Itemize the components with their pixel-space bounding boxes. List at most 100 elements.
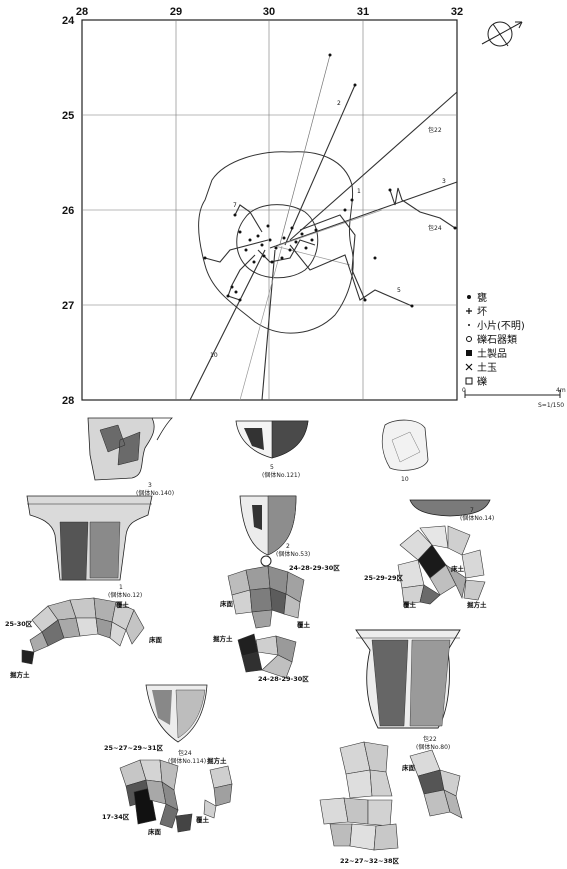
artifact-reference: (個体No.121): [262, 471, 300, 479]
x-tick-32: 32: [451, 6, 463, 18]
artifact-number: 1: [119, 584, 123, 591]
line-label-3: 3: [442, 178, 446, 185]
y-tick-26: 26: [62, 205, 74, 217]
line-label-1: 1: [357, 188, 361, 195]
legend-label: 土玉: [477, 361, 497, 374]
artifact-3: 3 (個体No.140): [87, 417, 174, 497]
legend-label: 坏: [477, 306, 487, 318]
legend-label: 礫: [477, 375, 487, 388]
distribution-map: 28 29 30 31 32 24 25 26 27 28: [62, 6, 523, 407]
sherd-label: 25-30区: [5, 620, 33, 628]
artifact-1: 1 (個体No.12): [26, 495, 153, 599]
sherd-label: 掘方土: [213, 634, 233, 643]
pit-outline-inner: [236, 204, 319, 279]
artifact-number: 包22: [423, 735, 437, 743]
legend-label: 土製品: [477, 347, 507, 360]
scale-bar: 0 4m S=1/150: [462, 387, 566, 409]
y-tick-28: 28: [62, 395, 74, 407]
pit-label-22: 包22: [428, 126, 442, 134]
legend-item-kame: 甕: [467, 291, 487, 304]
pit-outline-outer: [198, 151, 354, 334]
legend-label: 小片(不明): [477, 319, 525, 332]
sherd-mosaic-c: [237, 633, 297, 679]
plus-marker-icon: [466, 308, 472, 314]
legend: 甕 坏 小片(不明) 礫石器類 土製品 土玉 礫: [465, 291, 525, 388]
y-tick-25: 25: [62, 110, 74, 122]
x-tick-31: 31: [357, 6, 369, 18]
scale-right-label: 4m: [556, 387, 566, 394]
sherd-label: 25-29-29区: [364, 574, 404, 582]
legend-item-reki-sekki: 礫石器類: [466, 333, 517, 346]
refit-lines: [189, 54, 458, 401]
sherd-mosaic-e: [119, 759, 233, 833]
artifact-reference: (個体No.140): [136, 489, 174, 497]
scale-left-label: 0: [462, 387, 466, 394]
line-label-2: 2: [337, 100, 341, 107]
artifact-5: 5 (個体No.121): [235, 420, 309, 479]
sherd-label: 掘方土: [207, 756, 227, 765]
artifact-number: 3: [148, 482, 152, 489]
legend-item-doseihin: 土製品: [466, 347, 507, 360]
map-grid: [82, 20, 457, 400]
artifact-reference: (個体No.114): [168, 757, 206, 765]
legend-item-tsuki: 坏: [466, 306, 487, 318]
sherd-label: 床土: [451, 564, 465, 573]
legend-label: 甕: [477, 291, 487, 304]
sherd-label: 覆土: [116, 600, 130, 609]
x-tick-28: 28: [76, 6, 88, 18]
legend-item-shohen: 小片(不明): [468, 319, 525, 332]
sherd-label: 17-34区: [102, 813, 130, 821]
artifact-pit-22: 包22 (個体No.80): [355, 629, 461, 751]
legend-item-reki: 礫: [465, 375, 487, 388]
small-dot-marker-icon: [468, 324, 470, 326]
sherd-label: 床面: [149, 635, 163, 644]
x-tick-29: 29: [170, 6, 182, 18]
line-label-10: 10: [210, 352, 218, 359]
artifact-number: 包24: [178, 749, 192, 757]
pit-label-24: 包24: [428, 224, 442, 232]
artifact-reference: (個体No.80): [416, 743, 450, 751]
artifact-number: 2: [286, 543, 290, 550]
sherd-label: 24-28-29-30区: [289, 564, 340, 572]
artifact-7: 7 (個体No.14): [409, 499, 494, 522]
line-label-7: 7: [233, 202, 237, 209]
sherd-label: 覆土: [297, 620, 311, 629]
artifact-pit-24: 包24 (個体No.114): [145, 684, 208, 765]
sherd-label: 床面: [220, 599, 234, 608]
artifact-reference: (個体No.14): [460, 514, 494, 522]
ring-marker-icon: [466, 336, 472, 342]
artifact-10: 10: [381, 419, 429, 483]
north-arrow-icon: [481, 21, 523, 47]
x-tick-30: 30: [263, 6, 275, 18]
legend-item-dodama: 土玉: [465, 361, 497, 374]
dot-marker-icon: [467, 295, 471, 299]
sherd-mosaic-a: [397, 525, 486, 605]
sherd-label: 掘方土: [467, 600, 487, 609]
artifact-number: 7: [470, 507, 474, 514]
sherd-label: 掘方土: [10, 670, 30, 679]
sherd-label: 覆土: [403, 600, 417, 609]
artifact-number: 5: [270, 464, 274, 471]
sherd-label: 床面: [402, 763, 416, 772]
sherd-label: 床面: [148, 827, 162, 836]
artifact-reference: (個体No.12): [108, 591, 142, 599]
sherd-mosaic-d: [21, 597, 145, 665]
sherd-label: 24-28-29-30区: [258, 675, 309, 683]
scale-ratio-label: S=1/150: [538, 402, 564, 409]
legend-label: 礫石器類: [477, 333, 517, 346]
sherd-mosaic-f: [319, 741, 463, 851]
find-points: [203, 53, 457, 308]
sherd-label: 覆土: [196, 815, 210, 824]
sherd-label: 25~27~29~31区: [104, 744, 164, 752]
sherd-mosaic-b: [227, 565, 305, 629]
sherd-label: 22~27~32~38区: [340, 857, 400, 865]
cross-marker-icon: [465, 363, 473, 371]
y-tick-27: 27: [62, 300, 74, 312]
artifact-number: 10: [401, 476, 409, 483]
line-label-5: 5: [397, 287, 401, 294]
hollow-square-marker-icon: [465, 377, 473, 385]
square-marker-icon: [466, 350, 472, 356]
artifact-reference: (個体No.53): [276, 550, 310, 558]
y-tick-24: 24: [62, 15, 75, 27]
